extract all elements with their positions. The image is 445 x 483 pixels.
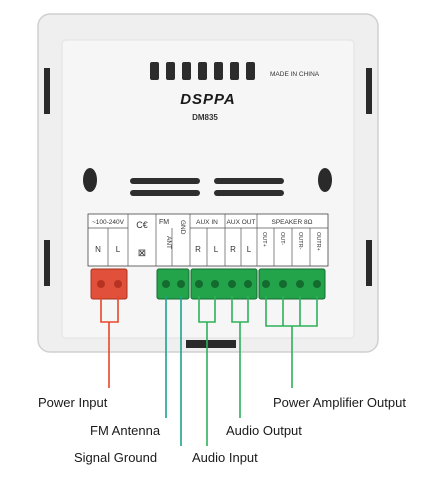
aux-out-l: L	[247, 245, 252, 254]
speaker-pin-3: OUTR-	[297, 232, 303, 250]
side-clip	[44, 68, 50, 114]
made-in-label: MADE IN CHINA	[270, 71, 320, 78]
side-clip	[366, 240, 372, 286]
fm-ant: ANT	[165, 236, 172, 249]
power-terminal-screw	[97, 280, 105, 288]
top-vents	[150, 62, 255, 80]
speaker-pin-4: OUTR+	[315, 232, 321, 251]
speaker-title: SPEAKER 8Ω	[272, 219, 313, 226]
aux-out-r: R	[230, 245, 236, 254]
ce-mark: C€	[136, 220, 148, 230]
signal-ground-label: Signal Ground	[74, 450, 158, 465]
aux-in-l: L	[214, 245, 219, 254]
speaker-terminal	[258, 268, 326, 300]
mount-hole-left	[83, 168, 97, 192]
power-terminal-screw	[114, 280, 122, 288]
side-clip	[44, 240, 50, 286]
power-input-label: Power Input	[38, 395, 108, 410]
aux-terminal	[190, 268, 258, 300]
middle-vents	[130, 178, 284, 196]
brand-logo: DSPPA	[180, 91, 236, 108]
side-clip	[366, 68, 372, 114]
fm-gnd: GND	[179, 220, 186, 235]
model-label: DM835	[192, 113, 218, 122]
power-amp-output-line	[265, 296, 318, 388]
power-n: N	[95, 245, 101, 254]
power-terminal	[90, 268, 128, 300]
fm-title: FM	[159, 219, 169, 226]
audio-output-label: Audio Output	[226, 423, 302, 438]
mount-hole-right	[318, 168, 332, 192]
power-rating: ~100-240V	[92, 219, 125, 226]
weee-mark: ⊠	[138, 248, 146, 259]
speaker-pin-1: OUT+	[261, 232, 267, 247]
audio-output-line	[231, 296, 249, 418]
fm-antenna-label: FM Antenna	[90, 423, 161, 438]
audio-input-line	[198, 296, 216, 446]
fm-terminal	[156, 268, 190, 300]
aux-out-title: AUX OUT	[227, 219, 256, 226]
aux-in-title: AUX IN	[196, 219, 218, 226]
bottom-clip	[186, 340, 236, 348]
power-l: L	[116, 245, 121, 254]
audio-input-label: Audio Input	[192, 450, 258, 465]
aux-in-r: R	[195, 245, 201, 254]
power-amp-output-label: Power Amplifier Output	[273, 395, 406, 410]
power-input-line	[100, 296, 119, 388]
speaker-pin-2: OUT-	[279, 232, 285, 245]
